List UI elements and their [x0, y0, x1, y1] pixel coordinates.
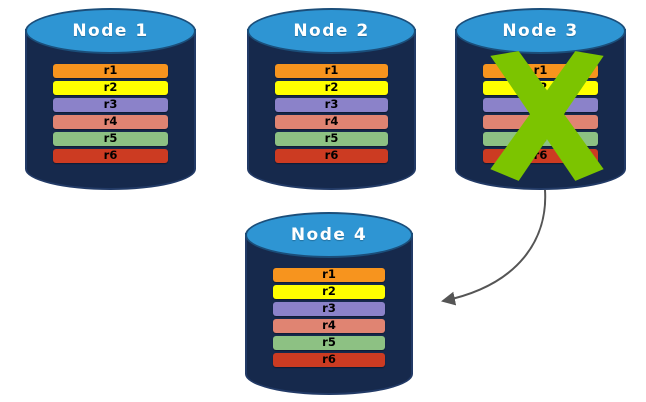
record-label: r5 — [103, 131, 118, 146]
record-label: r2 — [322, 284, 336, 299]
record-label: r3 — [322, 301, 336, 316]
node-3-label: Node 3 — [502, 21, 579, 41]
cylinder-top: Node 1 — [25, 8, 196, 54]
node-2-label: Node 2 — [293, 21, 370, 41]
record-r1[interactable]: r1 — [483, 64, 598, 78]
record-r5[interactable]: r5 — [53, 132, 168, 146]
record-r5[interactable]: r5 — [275, 132, 388, 146]
record-r2[interactable]: r2 — [483, 81, 598, 95]
record-r5[interactable]: r5 — [273, 336, 385, 350]
record-r2[interactable]: r2 — [53, 81, 168, 95]
record-label: r4 — [533, 114, 548, 129]
record-label: r1 — [103, 63, 118, 78]
node-4-label: Node 4 — [290, 225, 368, 245]
record-r3[interactable]: r3 — [275, 98, 388, 112]
record-label: r6 — [324, 148, 339, 163]
record-label: r4 — [322, 318, 336, 333]
record-r3[interactable]: r3 — [483, 98, 598, 112]
record-r5[interactable]: r5 — [483, 132, 598, 146]
record-r4[interactable]: r4 — [53, 115, 168, 129]
node-1[interactable]: Node 1 r1 r2 r3 r4 r5 r6 — [25, 8, 196, 190]
node-4[interactable]: Node 4 r1 r2 r3 r4 r5 r6 — [245, 212, 413, 395]
record-label: r2 — [324, 80, 339, 95]
node-3-records: r1 r2 r3 r4 r5 r6 — [483, 64, 598, 163]
record-r2[interactable]: r2 — [273, 285, 385, 299]
record-r2[interactable]: r2 — [275, 81, 388, 95]
record-label: r1 — [533, 63, 548, 78]
record-r4[interactable]: r4 — [483, 115, 598, 129]
record-label: r2 — [533, 80, 548, 95]
record-label: r4 — [324, 114, 339, 129]
record-r1[interactable]: r1 — [273, 268, 385, 282]
record-label: r4 — [103, 114, 118, 129]
record-label: r1 — [324, 63, 339, 78]
node-1-label: Node 1 — [72, 21, 149, 41]
node-4-records: r1 r2 r3 r4 r5 r6 — [273, 268, 385, 367]
cylinder-top: Node 2 — [247, 8, 416, 54]
record-r6[interactable]: r6 — [483, 149, 598, 163]
node-2[interactable]: Node 2 r1 r2 r3 r4 r5 r6 — [247, 8, 416, 190]
node-2-records: r1 r2 r3 r4 r5 r6 — [275, 64, 388, 163]
record-label: r6 — [322, 352, 336, 367]
record-r1[interactable]: r1 — [275, 64, 388, 78]
record-label: r3 — [103, 97, 118, 112]
record-r3[interactable]: r3 — [273, 302, 385, 316]
record-r3[interactable]: r3 — [53, 98, 168, 112]
cylinder-top: Node 3 — [455, 8, 626, 54]
record-label: r6 — [533, 148, 548, 163]
record-label: r1 — [322, 267, 336, 282]
record-label: r3 — [324, 97, 339, 112]
record-label: r5 — [324, 131, 339, 146]
record-r6[interactable]: r6 — [53, 149, 168, 163]
record-label: r3 — [533, 97, 548, 112]
record-label: r5 — [322, 335, 336, 350]
record-label: r2 — [103, 80, 118, 95]
record-r6[interactable]: r6 — [273, 353, 385, 367]
record-label: r6 — [103, 148, 118, 163]
record-r6[interactable]: r6 — [275, 149, 388, 163]
node-1-records: r1 r2 r3 r4 r5 r6 — [53, 64, 168, 163]
record-r1[interactable]: r1 — [53, 64, 168, 78]
record-r4[interactable]: r4 — [273, 319, 385, 333]
record-label: r5 — [533, 131, 548, 146]
cylinder-top: Node 4 — [245, 212, 413, 258]
node-3[interactable]: Node 3 r1 r2 r3 r4 r5 r6 — [455, 8, 626, 190]
record-r4[interactable]: r4 — [275, 115, 388, 129]
